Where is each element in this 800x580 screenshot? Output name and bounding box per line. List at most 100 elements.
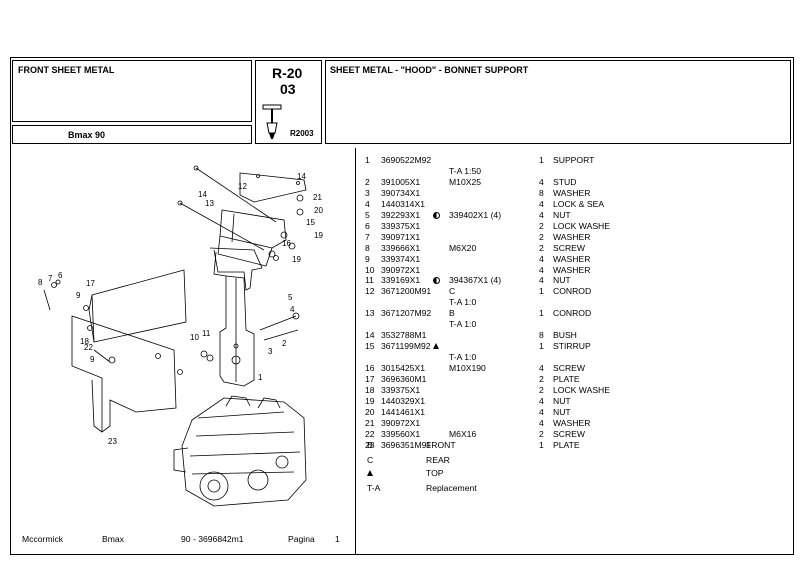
section-title-box: FRONT SHEET METAL <box>12 60 252 122</box>
part-code: 3532788M1 <box>381 330 427 341</box>
part-qty: 4 <box>539 209 544 220</box>
part-code: 1440314X1 <box>381 198 425 209</box>
part-qty: 1 <box>539 155 544 165</box>
part-desc: STIRRUP <box>553 341 591 352</box>
callout: 1 <box>258 373 263 382</box>
part-code: 339666X1 <box>381 242 421 253</box>
part-ref: 18 <box>365 384 375 395</box>
part-qty: 4 <box>539 406 544 417</box>
callout: 6 <box>58 271 63 280</box>
callout: 11 <box>202 329 211 338</box>
part-qty: 4 <box>539 176 544 187</box>
legend-key: B <box>367 440 373 450</box>
part-code: 339169X1 <box>381 275 421 286</box>
part-qty: 4 <box>539 253 544 264</box>
page-code: R-20 <box>272 65 303 81</box>
part-code: 3671207M92 <box>381 308 432 319</box>
part-desc: SCREW <box>553 363 585 374</box>
part-ref: 9 <box>365 253 370 264</box>
footer-page-num: 1 <box>335 534 340 544</box>
callout: 13 <box>205 199 214 208</box>
part-qty: 4 <box>539 395 544 406</box>
legend-key: T-A <box>367 483 381 493</box>
part-desc: NUT <box>553 275 571 286</box>
part-qty: 2 <box>539 220 544 231</box>
part-code: 3671199M92 <box>381 341 431 352</box>
callout: 3 <box>268 347 273 356</box>
part-code: 3696360M1 <box>381 374 427 384</box>
part-ref: 10 <box>365 264 375 275</box>
part-desc: WASHER <box>553 253 591 264</box>
footer-model: Bmax <box>102 534 124 544</box>
part-qty: 4 <box>539 417 544 428</box>
part-qty: 1 <box>539 439 544 450</box>
page-code-box: R-20 03 R2003 <box>255 60 322 144</box>
part-ref: 3 <box>365 187 370 198</box>
callout: 9 <box>90 355 95 364</box>
callout: 23 <box>108 437 117 446</box>
callout: 2 <box>282 339 287 348</box>
part-qty: 2 <box>539 374 544 384</box>
part-desc: NUT <box>553 406 571 417</box>
half-circle-icon <box>433 210 440 220</box>
part-desc: SCREW <box>553 428 585 439</box>
callout: 17 <box>86 279 95 288</box>
part-note: B <box>449 308 455 319</box>
part-desc: PLATE <box>553 374 580 384</box>
part-ref: 7 <box>365 231 370 242</box>
callout: 4 <box>290 305 295 314</box>
part-ref: 5 <box>365 209 370 220</box>
part-code: 1440329X1 <box>381 395 425 406</box>
half-circle-icon <box>433 275 440 285</box>
part-note: T-A 1:0 <box>449 352 477 363</box>
callout: 19 <box>292 255 301 264</box>
part-desc: LOCK WASHE <box>553 384 610 395</box>
part-qty: 4 <box>539 275 544 286</box>
title-box: SHEET METAL - "HOOD" - BONNET SUPPORT <box>325 60 791 144</box>
part-code: 3671200M91 <box>381 286 432 297</box>
part-qty: 1 <box>539 286 544 297</box>
column-divider <box>355 148 356 554</box>
page-sub: 03 <box>280 81 296 97</box>
callout: 10 <box>190 333 199 342</box>
part-ref: 15 <box>365 341 375 352</box>
part-ref: 14 <box>365 330 375 341</box>
part-desc: WASHER <box>553 231 591 242</box>
part-desc: PLATE <box>553 439 580 450</box>
triangle-icon <box>433 341 439 351</box>
page-frame <box>10 57 794 555</box>
callout: 22 <box>84 343 93 352</box>
legend-text: Replacement <box>426 483 477 493</box>
part-note: M10X25 <box>449 176 482 187</box>
section-title: FRONT SHEET METAL <box>18 65 115 75</box>
part-ref: 4 <box>365 198 370 209</box>
part-ref: 21 <box>365 417 375 428</box>
part-ref: 23 <box>365 439 375 450</box>
part-desc: NUT <box>553 395 571 406</box>
part-ref: 12 <box>365 286 375 297</box>
part-qty: 2 <box>539 242 544 253</box>
legend-text: TOP <box>426 468 444 478</box>
part-note: T-A 1:50 <box>449 165 482 176</box>
part-desc: BUSH <box>553 330 577 341</box>
part-desc: CONROD <box>553 308 592 319</box>
part-ref: 17 <box>365 374 375 384</box>
part-note: M6X16 <box>449 428 477 439</box>
legend-key: C <box>367 455 374 465</box>
legend-text: REAR <box>426 455 450 465</box>
exploded-diagram: 14 12 14 13 21 20 15 19 16 19 8 7 6 17 9… <box>38 165 323 507</box>
callout: 5 <box>288 293 293 302</box>
part-ref: 13 <box>365 308 375 319</box>
part-ref: 19 <box>365 395 375 406</box>
part-qty: 8 <box>539 187 544 198</box>
triangle-icon <box>367 468 373 478</box>
part-desc: CONROD <box>553 286 592 297</box>
part-ref: 6 <box>365 220 370 231</box>
part-code: 392293X1 <box>381 209 421 220</box>
part-desc: SCREW <box>553 242 585 253</box>
footer-doc: 90 - 3696842m1 <box>181 534 244 544</box>
part-qty: 1 <box>539 341 544 352</box>
callout: 8 <box>38 278 43 287</box>
part-code: 3696351M91 <box>381 439 432 450</box>
callout: 7 <box>48 274 53 283</box>
